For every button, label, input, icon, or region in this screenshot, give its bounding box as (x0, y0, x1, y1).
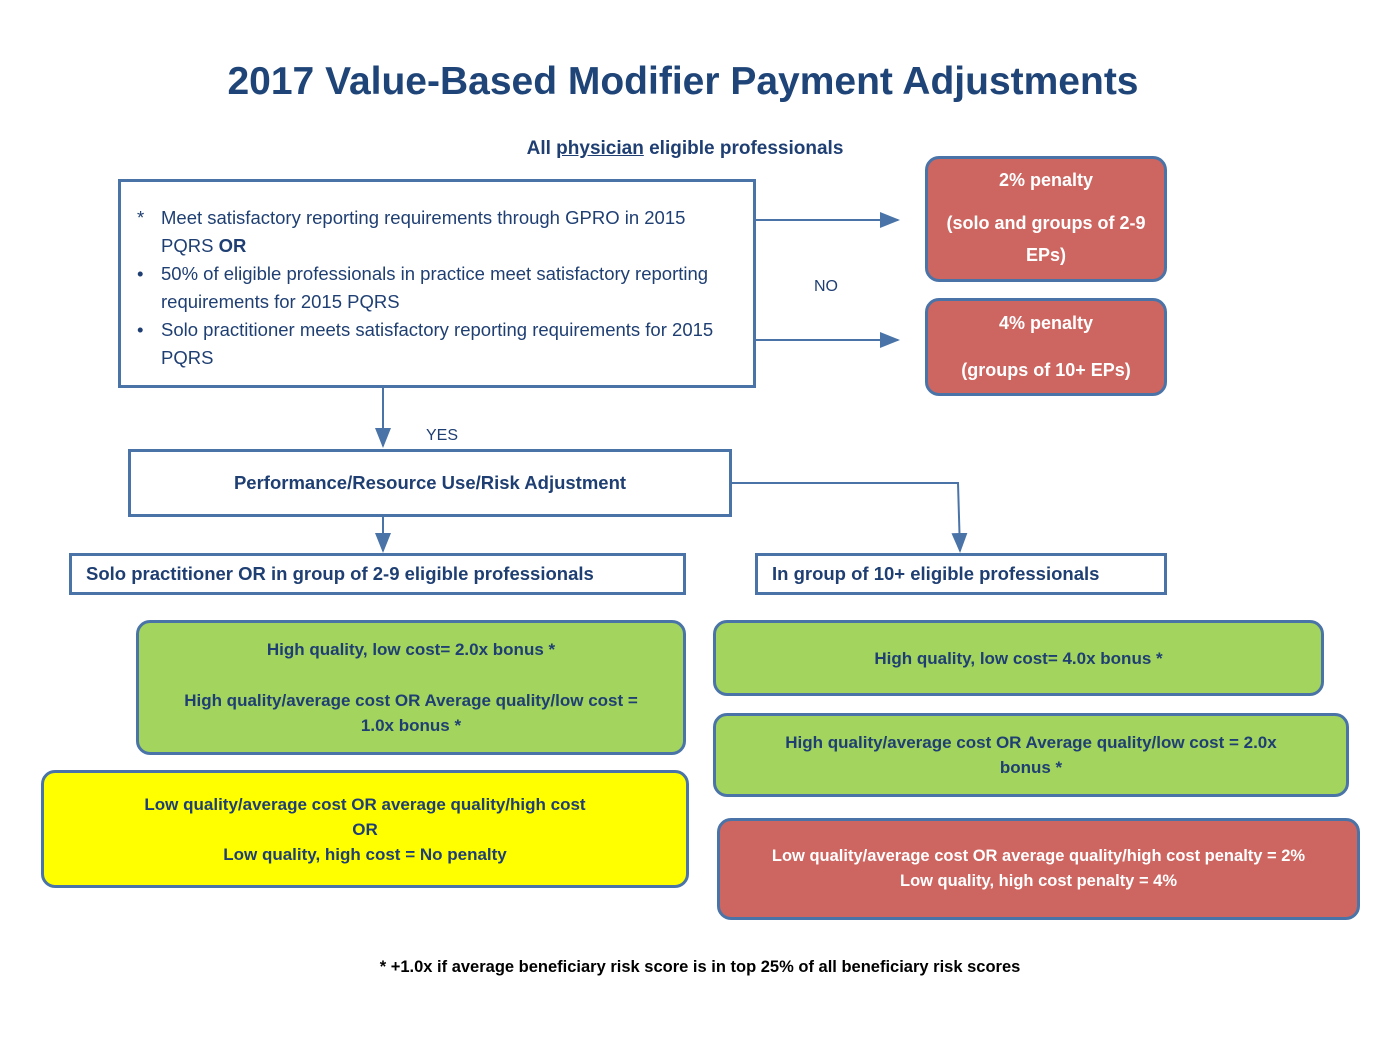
bonus-text: High quality/average cost OR Average qua… (785, 733, 1277, 777)
footnote: * +1.0x if average beneficiary risk scor… (379, 958, 1021, 976)
criteria-item: •50% of eligible professionals in practi… (137, 263, 709, 312)
criteria-item: •Solo practitioner meets satisfactory re… (137, 319, 714, 368)
subtitle: All physician eligible professionals (526, 138, 844, 159)
neutral-text: Low quality, high cost = No penalty (223, 844, 507, 864)
large-bonus-4x-box: High quality, low cost= 4.0x bonus * (713, 620, 1324, 696)
large-group-header: In group of 10+ eligible professionals (755, 553, 1167, 595)
criteria-item: *Meet satisfactory reporting requirement… (137, 207, 686, 256)
yes-label: YES (426, 427, 459, 444)
no-label: NO (814, 278, 838, 295)
penalty-text: Low quality, high cost penalty = 4% (899, 872, 1178, 890)
bonus-text: High quality/average cost OR Average qua… (184, 691, 638, 735)
arrow-to-large-group (732, 482, 968, 553)
penalty-detail: (groups of 10+ EPs) (961, 360, 1131, 380)
solo-neutral-box: Low quality/average cost OR average qual… (41, 770, 689, 888)
penalty-text: Low quality/average cost OR average qual… (771, 847, 1306, 865)
page-title: 2017 Value-Based Modifier Payment Adjust… (227, 60, 1139, 103)
performance-box: Performance/Resource Use/Risk Adjustment (128, 449, 732, 517)
neutral-text: OR (352, 819, 378, 839)
penalty-4pct-box: 4% penalty (groups of 10+ EPs) (925, 298, 1167, 396)
penalty-detail: (solo and groups of 2-9 EPs) (946, 212, 1146, 265)
penalty-title: 4% penalty (998, 313, 1094, 333)
solo-group-header: Solo practitioner OR in group of 2-9 eli… (69, 553, 686, 595)
bonus-text: High quality, low cost= 2.0x bonus * (266, 640, 556, 659)
criteria-box: *Meet satisfactory reporting requirement… (118, 179, 756, 388)
bonus-text: High quality, low cost= 4.0x bonus * (874, 648, 1163, 668)
large-penalty-box: Low quality/average cost OR average qual… (717, 818, 1360, 920)
large-bonus-2x-box: High quality/average cost OR Average qua… (713, 713, 1349, 797)
neutral-text: Low quality/average cost OR average qual… (144, 794, 586, 814)
penalty-title: 2% penalty (998, 169, 1094, 190)
penalty-2pct-box: 2% penalty (solo and groups of 2-9 EPs) (925, 156, 1167, 282)
solo-bonus-box: High quality, low cost= 2.0x bonus * Hig… (136, 620, 686, 755)
